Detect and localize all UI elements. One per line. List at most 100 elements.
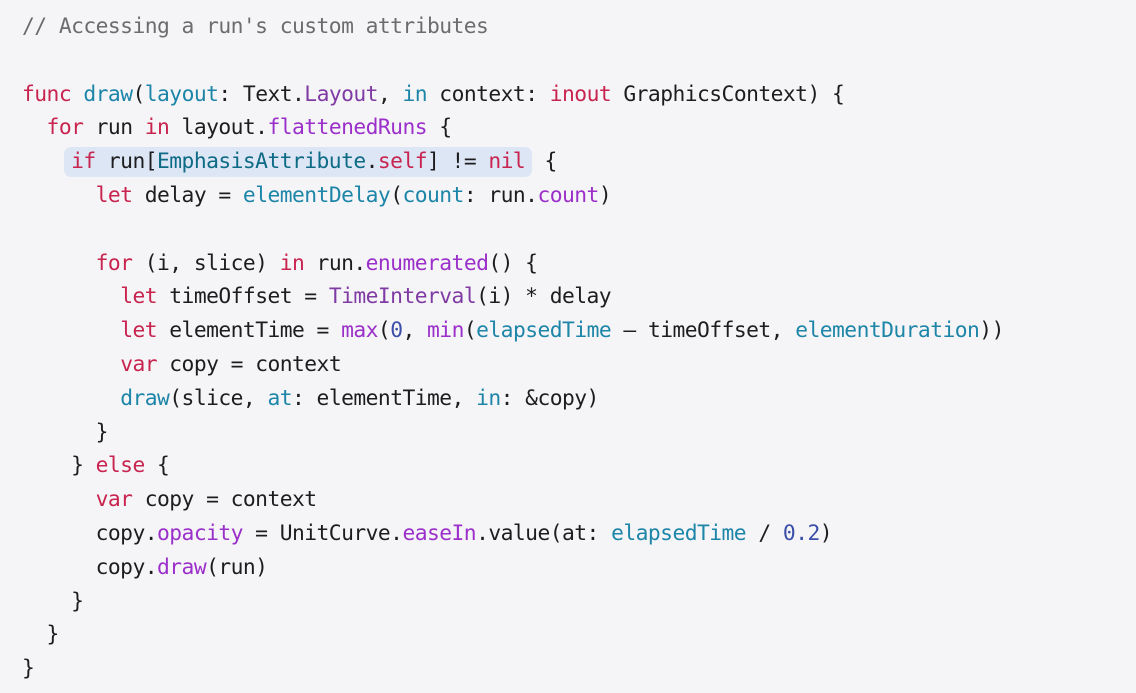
code-token-plain: context: [427, 81, 550, 107]
code-token-plain: (run) [206, 554, 268, 580]
code-token-plain: run [83, 115, 145, 141]
code-indent [22, 115, 47, 140]
code-token-plain: copy = context [132, 487, 317, 513]
code-token-keyword: nil [488, 149, 526, 175]
code-line: let timeOffset = TimeInterval(i) * delay [22, 280, 1136, 314]
code-token-prop: opacity [157, 520, 243, 546]
code-token-plain: elementTime = [157, 318, 342, 344]
code-token-keyword: for [46, 115, 84, 141]
code-line: let elementTime = max(0, min(elapsedTime… [22, 314, 1136, 348]
code-token-keyword: let [120, 318, 158, 344]
code-token-plain: run. [304, 250, 367, 276]
code-line: func draw(layout: Text.Layout, in contex… [22, 78, 1136, 112]
code-token-plain: ] != [427, 149, 489, 175]
code-token-type: TimeInterval [328, 284, 477, 310]
code-token-prop: easeIn [402, 520, 477, 546]
code-token-param: count [402, 182, 464, 208]
code-token-prop: flattenedRuns [267, 115, 428, 141]
code-indent [22, 284, 120, 309]
code-line: } [22, 585, 1136, 619]
code-token-plain: { [144, 453, 170, 479]
code-token-plain: )) [979, 318, 1004, 344]
code-token-plain: (i) * delay [476, 284, 612, 310]
code-indent [22, 487, 96, 512]
code-token-param: in [476, 385, 501, 411]
code-indent [22, 386, 120, 411]
code-token-keyword: var [120, 351, 158, 377]
code-token-plain: GraphicsContext) { [611, 81, 845, 107]
code-token-plain: (slice, [169, 385, 268, 411]
code-line: } else { [22, 449, 1136, 483]
code-indent [22, 589, 71, 614]
code-token-plain: } [71, 588, 84, 614]
code-token-class: EmphasisAttribute [157, 149, 366, 175]
code-line [22, 44, 1136, 78]
code-line: draw(slice, at: elementTime, in: &copy) [22, 382, 1136, 416]
code-token-plain: ) [819, 520, 833, 546]
code-token-prop: max [341, 318, 378, 344]
code-line: let delay = elementDelay(count: run.coun… [22, 179, 1136, 213]
code-token-keyword: let [95, 182, 133, 208]
code-token-plain: ( [463, 318, 477, 344]
code-line: } [22, 618, 1136, 652]
code-token-keyword: func [22, 81, 72, 107]
code-token-comment: // Accessing a run's custom attributes [22, 14, 489, 39]
code-token-keyword: inout [549, 81, 612, 107]
code-token-plain: copy. [95, 554, 158, 580]
code-token-plain: ) [598, 182, 612, 208]
code-token-plain: , [402, 318, 428, 344]
code-token-teal: elapsedTime [611, 520, 747, 546]
code-token-func: draw [120, 385, 170, 411]
code-token-plain: delay = [132, 182, 243, 208]
code-indent [22, 521, 96, 546]
code-token-param: in [402, 81, 428, 107]
code-token-plain: = UnitCurve. [242, 520, 403, 546]
code-token-prop: enumerated [365, 250, 489, 276]
code-token-plain: – timeOffset, [611, 318, 796, 344]
code-token-plain [71, 82, 83, 107]
code-line: var copy = context [22, 483, 1136, 517]
code-token-plain: ( [390, 182, 403, 208]
code-token-keyword: self [377, 149, 428, 175]
code-token-plain: : &copy) [500, 385, 600, 411]
code-token-plain: copy = context [157, 351, 342, 377]
code-token-keyword: var [95, 487, 133, 513]
code-token-param: at [267, 385, 293, 411]
code-line: var copy = context [22, 348, 1136, 382]
code-token-plain: : elementTime, [292, 385, 477, 411]
code-line: } [22, 652, 1136, 686]
code-token-func: draw [83, 81, 133, 107]
code-token-plain: copy. [95, 520, 158, 546]
code-token-plain: : run. [463, 182, 538, 208]
code-token-teal: elapsedTime [476, 318, 612, 344]
code-token-keyword: for [95, 250, 133, 276]
code-token-plain: { [532, 149, 557, 175]
code-token-prop: draw [157, 554, 207, 580]
code-token-number: 0.2 [782, 520, 820, 546]
code-token-plain: , [377, 81, 403, 107]
code-token-plain: . [365, 149, 379, 175]
code-token-plain: ( [377, 318, 391, 344]
code-indent [22, 453, 71, 478]
code-token-plain: / [746, 520, 783, 546]
code-line [22, 213, 1136, 247]
code-indent [22, 318, 120, 343]
code-token-keyword: if [71, 149, 96, 175]
code-token-plain: { [427, 115, 452, 141]
code-token-number: 0 [390, 318, 403, 344]
code-line: } [22, 416, 1136, 450]
code-line: for run in layout.flattenedRuns { [22, 111, 1136, 145]
code-token-plain: layout. [169, 115, 268, 141]
code-indent [22, 555, 96, 580]
code-line: if run[EmphasisAttribute.self] != nil { [22, 145, 1136, 179]
code-token-keyword: else [95, 453, 146, 479]
code-token-plain: .value(at: [476, 520, 612, 546]
code-token-type: Layout [304, 81, 378, 107]
code-token-teal: elementDuration [795, 318, 980, 344]
code-token-plain: : Text. [218, 81, 305, 107]
code-indent [22, 251, 96, 276]
code-token-keyword: let [120, 284, 158, 310]
code-token-func: elementDelay [242, 182, 391, 208]
code-token-prop: min [427, 318, 464, 344]
